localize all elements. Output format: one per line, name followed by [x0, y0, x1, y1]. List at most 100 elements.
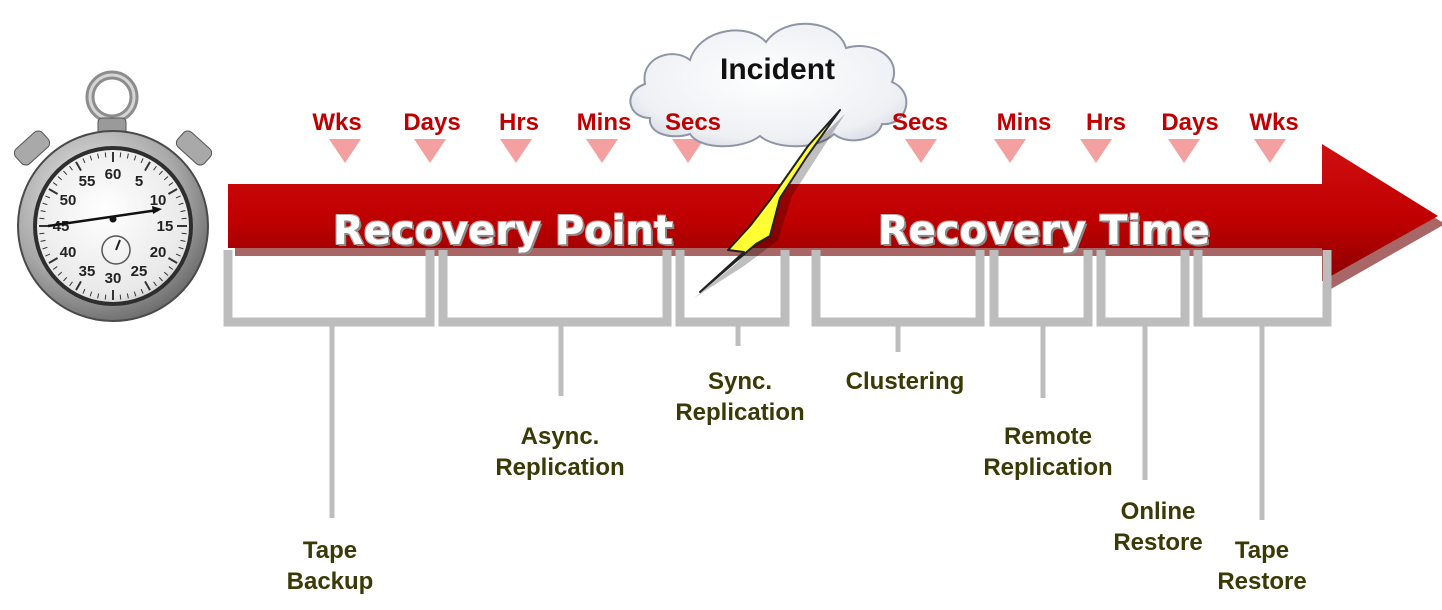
- tech-label-remote-replication: Remote Replication: [983, 421, 1112, 483]
- rpo-scale-label: Wks: [312, 109, 362, 136]
- tech-label-line: Replication: [495, 454, 625, 481]
- dial-tick: [133, 291, 137, 297]
- tech-label-line: Clustering: [845, 368, 965, 395]
- dial-tick: [75, 161, 82, 172]
- stopwatch-button: [175, 130, 213, 166]
- technology-bracket: [438, 250, 672, 327]
- dial-tick: [45, 195, 51, 199]
- recovery-point-title: Recovery Point: [333, 208, 674, 254]
- dial-tick: [181, 232, 187, 235]
- stopwatch-face: [37, 150, 189, 302]
- scale-marker: [994, 139, 1026, 163]
- subdial-hand: [115, 239, 121, 251]
- dial-tick: [82, 158, 86, 164]
- dial-tick: [39, 217, 45, 220]
- technology-brackets: [223, 250, 1332, 520]
- dial-tick: [48, 257, 59, 264]
- rto-scale-label: Secs: [891, 109, 949, 136]
- tech-label-line: Restore: [1217, 568, 1307, 595]
- dial-number: 35: [79, 263, 96, 280]
- scale-marker: [414, 139, 446, 163]
- dial-tick: [158, 170, 163, 176]
- technology-bracket: [811, 250, 985, 327]
- dial-tick: [167, 257, 178, 264]
- dial-tick: [69, 281, 73, 287]
- lightning-bolt-icon: [694, 109, 845, 298]
- dial-number: 10: [150, 192, 167, 209]
- dial-tick: [178, 246, 184, 250]
- tech-label-sync-replication: Sync. Replication: [675, 366, 804, 428]
- dial-number: 20: [150, 244, 167, 261]
- technology-bracket: [1193, 250, 1332, 327]
- dial-tick: [45, 253, 51, 257]
- incident-cloud: [629, 22, 908, 148]
- dial-tick: [181, 217, 187, 220]
- scale-marker: [500, 139, 532, 163]
- dial-tick: [75, 280, 82, 291]
- scale-marker: [1080, 139, 1112, 163]
- rpo-scale-label: Secs: [664, 109, 722, 136]
- tech-label-line: Online: [1120, 498, 1196, 525]
- dial-tick: [89, 155, 93, 161]
- rto-scale-label: Hrs: [1085, 109, 1127, 136]
- tech-label-async-replication: Async. Replication: [495, 421, 624, 483]
- dial-tick: [126, 153, 129, 159]
- scale-marker: [586, 139, 618, 163]
- recovery-time-title: Recovery Time: [878, 208, 1210, 254]
- dial-number: 5: [135, 173, 143, 190]
- dial-number: 15: [157, 218, 174, 235]
- dial-number: 50: [60, 192, 77, 209]
- dial-tick: [167, 188, 178, 195]
- dial-tick: [180, 239, 186, 242]
- dial-tick: [48, 188, 59, 195]
- dial-tick: [133, 155, 137, 161]
- dial-tick: [119, 294, 122, 300]
- rpo-scale-label: Hrs: [498, 109, 540, 136]
- dial-tick: [104, 294, 107, 300]
- technology-bracket: [1096, 250, 1190, 327]
- scale-marker: [329, 139, 361, 163]
- dial-tick: [82, 288, 86, 294]
- dial-tick: [168, 266, 174, 270]
- scale-marker: [905, 139, 937, 163]
- stopwatch-button: [13, 130, 51, 166]
- dial-tick: [89, 291, 93, 297]
- dial-tick: [97, 293, 100, 299]
- scale-marker: [1168, 139, 1200, 163]
- dial-tick: [144, 280, 151, 291]
- stopwatch-subdial: [101, 235, 131, 265]
- tech-label-tape-restore: Tape Restore: [1217, 535, 1306, 597]
- tech-label-line: Remote: [1003, 423, 1093, 450]
- stopwatch-ring-highlight: [88, 73, 136, 121]
- tech-label-line: Tape: [302, 537, 358, 564]
- tech-label-line: Replication: [675, 399, 805, 426]
- dial-tick: [119, 152, 122, 158]
- dial-tick: [158, 276, 163, 282]
- scale-marker: [672, 139, 704, 163]
- tech-label-line: Backup: [286, 568, 374, 595]
- tech-label-clustering: Clustering: [846, 366, 965, 397]
- scale-marker: [1254, 139, 1286, 163]
- dial-tick: [42, 246, 48, 250]
- dial-tick: [140, 288, 144, 294]
- rpo-scale-label: Days: [403, 109, 461, 136]
- technology-bracket: [223, 250, 435, 327]
- dial-tick: [39, 232, 45, 235]
- dial-tick: [97, 153, 100, 159]
- rto-scale-label: Mins: [996, 109, 1052, 136]
- timeline-arrow: [228, 144, 1442, 289]
- dial-tick: [40, 239, 46, 242]
- scale-markers: [329, 139, 1286, 163]
- dial-number: 40: [60, 244, 77, 261]
- dial-tick: [175, 253, 181, 257]
- dial-tick: [63, 170, 68, 176]
- dial-tick: [126, 293, 129, 299]
- dial-tick: [42, 202, 48, 206]
- dial-tick: [163, 176, 169, 181]
- rpo-scale-label: Mins: [576, 109, 632, 136]
- dial-number: 45: [53, 218, 70, 235]
- dial-number: 55: [79, 173, 96, 190]
- tech-label-line: Replication: [983, 454, 1113, 481]
